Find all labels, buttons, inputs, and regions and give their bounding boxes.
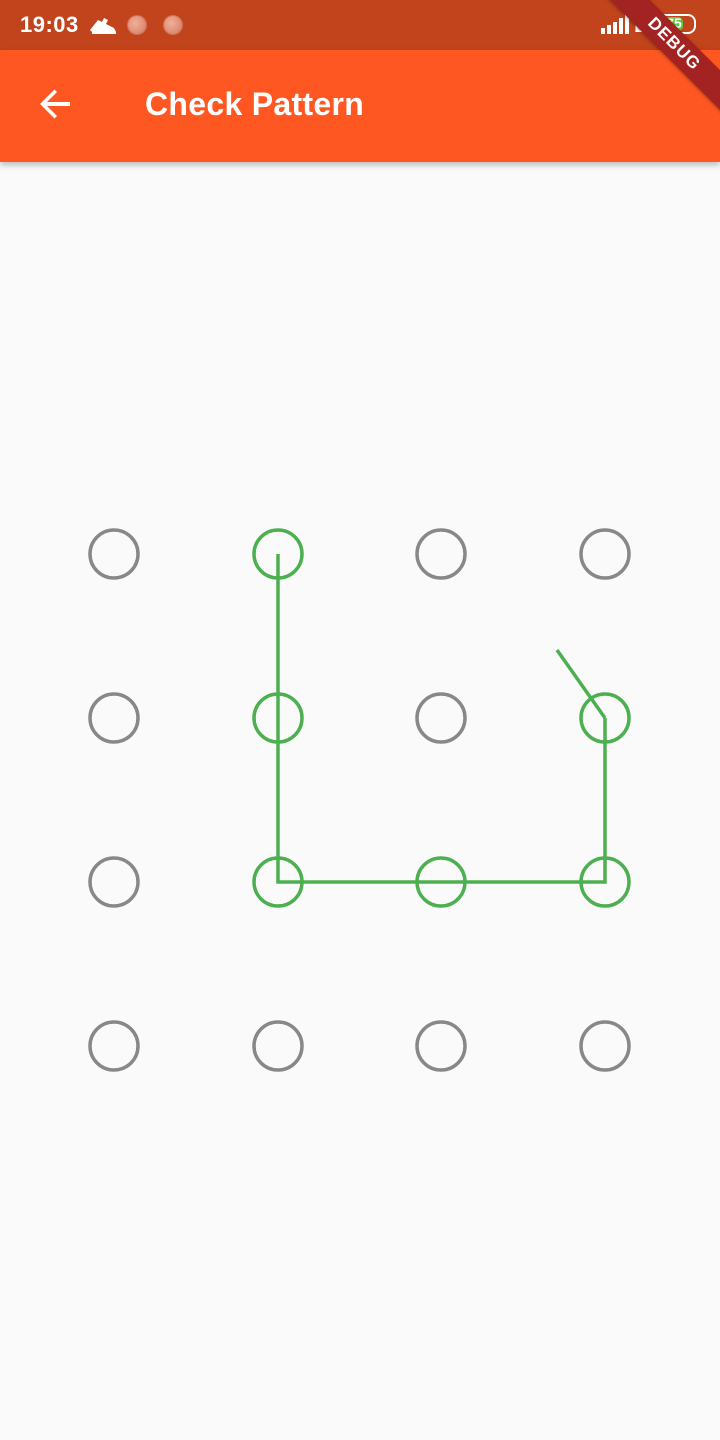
pattern-dot-r2-c3[interactable] bbox=[415, 692, 467, 744]
status-bar: 19:03 E 75 bbox=[0, 0, 720, 50]
notification-dot-icon bbox=[164, 16, 182, 34]
pattern-lock-grid[interactable] bbox=[0, 162, 720, 1440]
pattern-dot-r3-c4-selected[interactable] bbox=[579, 856, 631, 908]
back-button[interactable] bbox=[24, 74, 88, 138]
pattern-lock-area[interactable] bbox=[0, 162, 720, 1440]
pattern-dot-r2-c4-selected[interactable] bbox=[579, 692, 631, 744]
pattern-dot-r1-c2-selected[interactable] bbox=[252, 528, 304, 580]
pattern-dot-r2-c1[interactable] bbox=[88, 692, 140, 744]
pattern-path-line bbox=[276, 554, 607, 884]
pattern-dot-r1-c1[interactable] bbox=[88, 528, 140, 580]
pattern-dot-r3-c3-selected[interactable] bbox=[415, 856, 467, 908]
pattern-dot-r4-c1[interactable] bbox=[88, 1020, 140, 1072]
pattern-dot-r4-c2[interactable] bbox=[252, 1020, 304, 1072]
status-time: 19:03 bbox=[20, 12, 79, 37]
signal-strength-icon bbox=[600, 14, 630, 39]
pattern-dot-r3-c1[interactable] bbox=[88, 856, 140, 908]
app-bar: Check Pattern bbox=[0, 50, 720, 162]
notification-dot-icon bbox=[128, 16, 146, 34]
pattern-dot-r1-c3[interactable] bbox=[415, 528, 467, 580]
pattern-dot-r3-c2-selected[interactable] bbox=[252, 856, 304, 908]
pattern-trailing-line bbox=[555, 648, 607, 720]
page-title: Check Pattern bbox=[145, 86, 365, 122]
pattern-dot-r4-c3[interactable] bbox=[415, 1020, 467, 1072]
pattern-dot-r2-c2-selected[interactable] bbox=[252, 692, 304, 744]
arrow-back-icon bbox=[38, 86, 74, 127]
pattern-dot-r4-c4[interactable] bbox=[579, 1020, 631, 1072]
pattern-dot-r1-c4[interactable] bbox=[579, 528, 631, 580]
running-shoe-icon bbox=[88, 12, 118, 41]
